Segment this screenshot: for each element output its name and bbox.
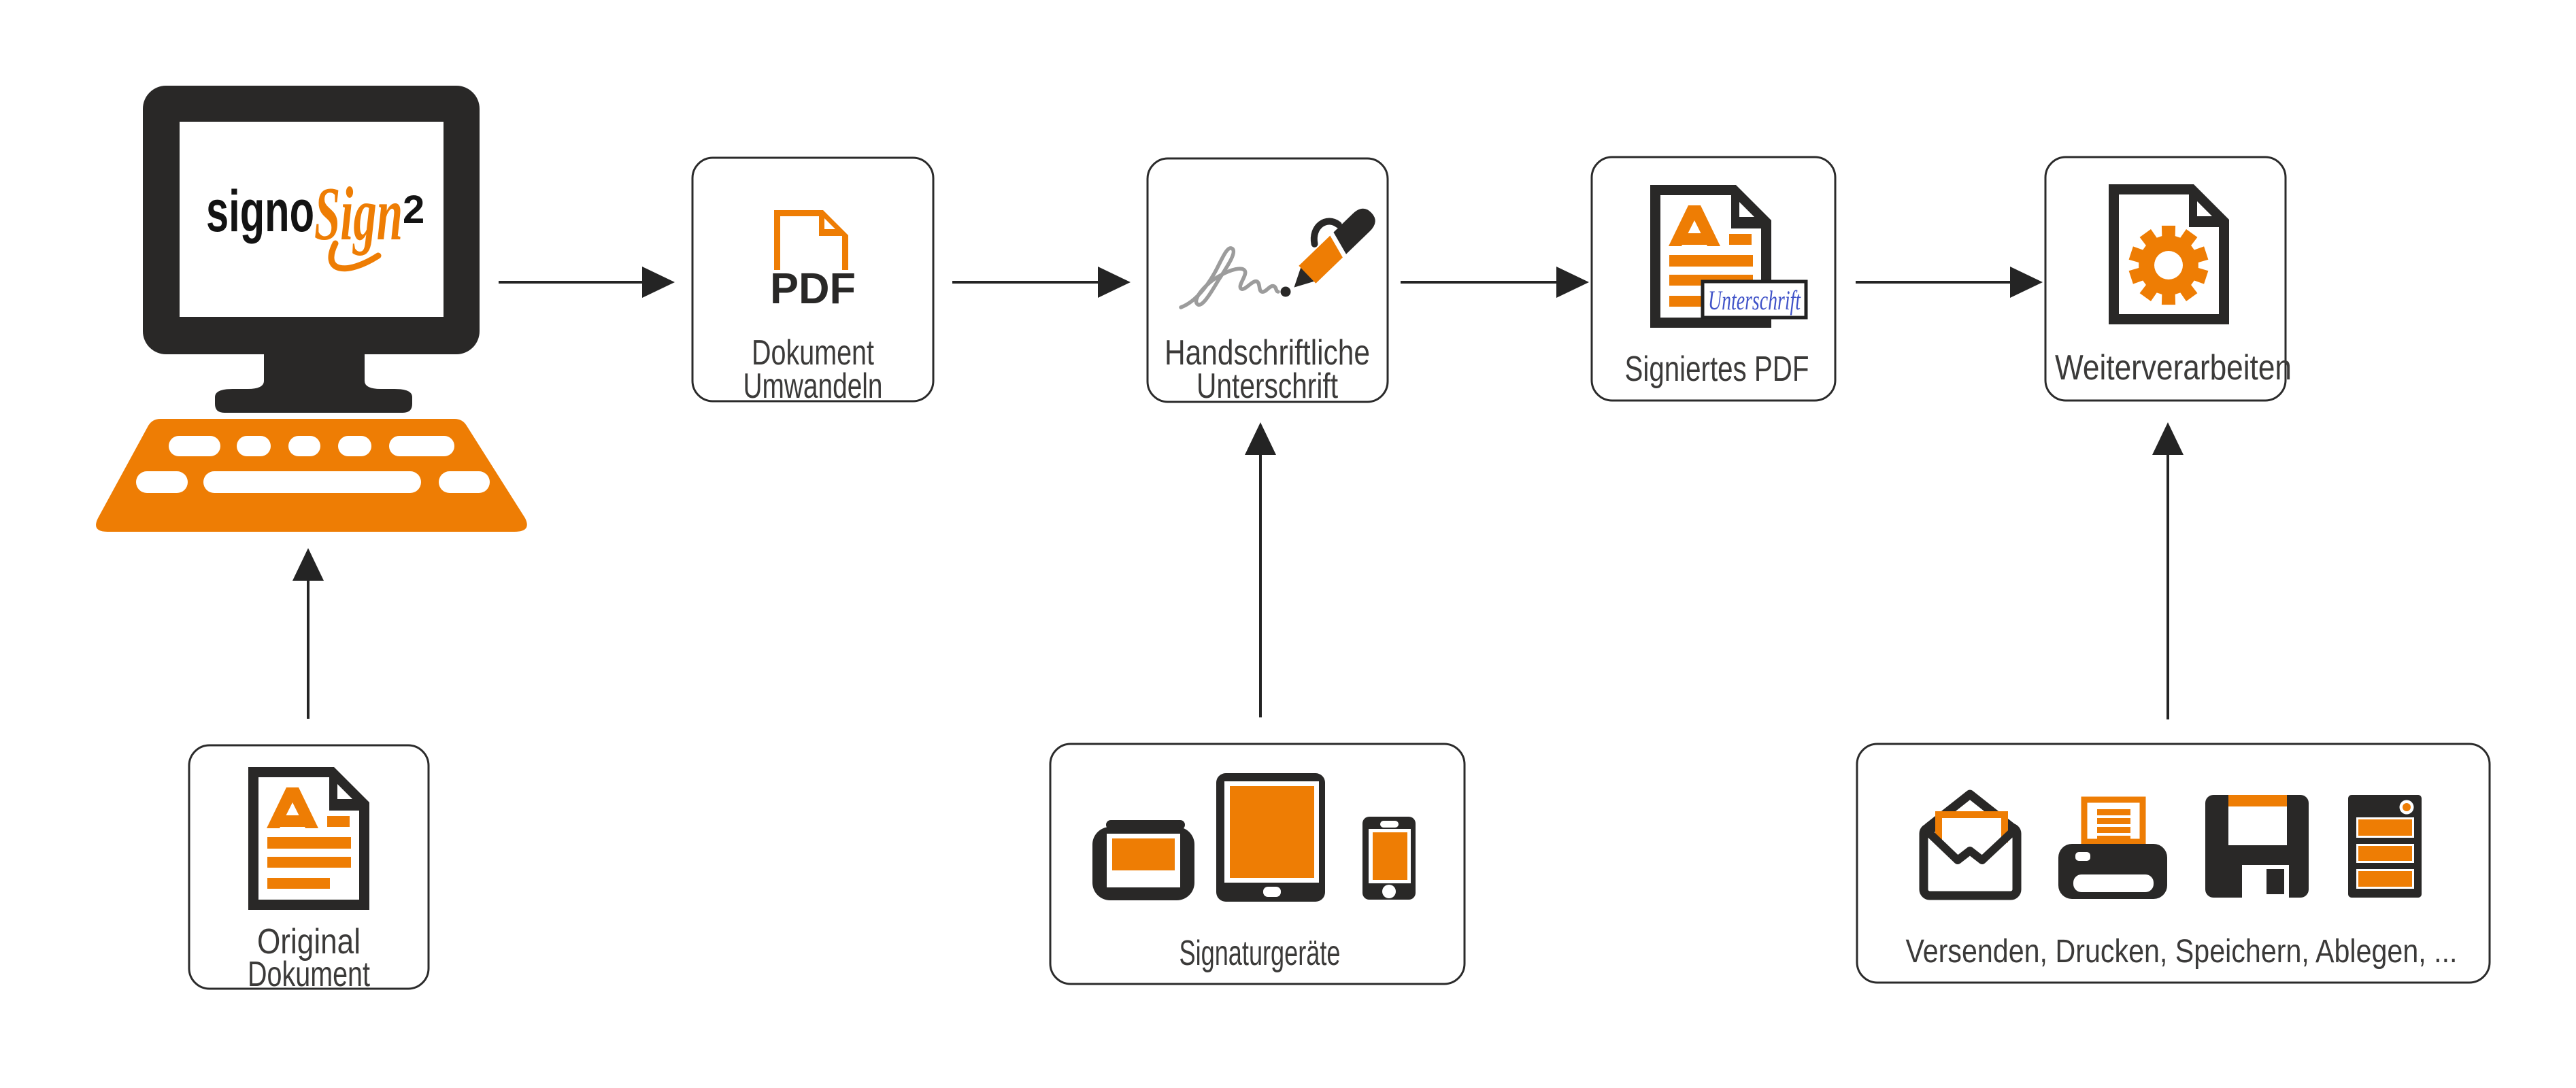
svg-text:Versenden, Drucken, Speichern,: Versenden, Drucken, Speichern, Ablegen, … — [1906, 934, 2458, 970]
svg-text:Unterschrift: Unterschrift — [1708, 285, 1801, 316]
svg-text:PDF: PDF — [770, 264, 856, 313]
svg-text:Dokument: Dokument — [752, 333, 874, 373]
svg-text:Sign: Sign — [314, 172, 403, 256]
svg-text:Unterschrift: Unterschrift — [1197, 367, 1338, 406]
svg-text:2: 2 — [403, 188, 424, 232]
svg-text:Original: Original — [257, 922, 361, 962]
svg-text:signo: signo — [206, 179, 314, 244]
svg-text:Signiertes PDF: Signiertes PDF — [1625, 350, 1809, 389]
svg-text:Dokument: Dokument — [248, 955, 370, 994]
svg-text:Handschriftliche: Handschriftliche — [1165, 333, 1370, 373]
svg-text:Weiterverarbeiten: Weiterverarbeiten — [2055, 348, 2292, 388]
svg-text:Umwandeln: Umwandeln — [743, 367, 883, 406]
svg-text:Signaturgeräte: Signaturgeräte — [1180, 934, 1341, 973]
